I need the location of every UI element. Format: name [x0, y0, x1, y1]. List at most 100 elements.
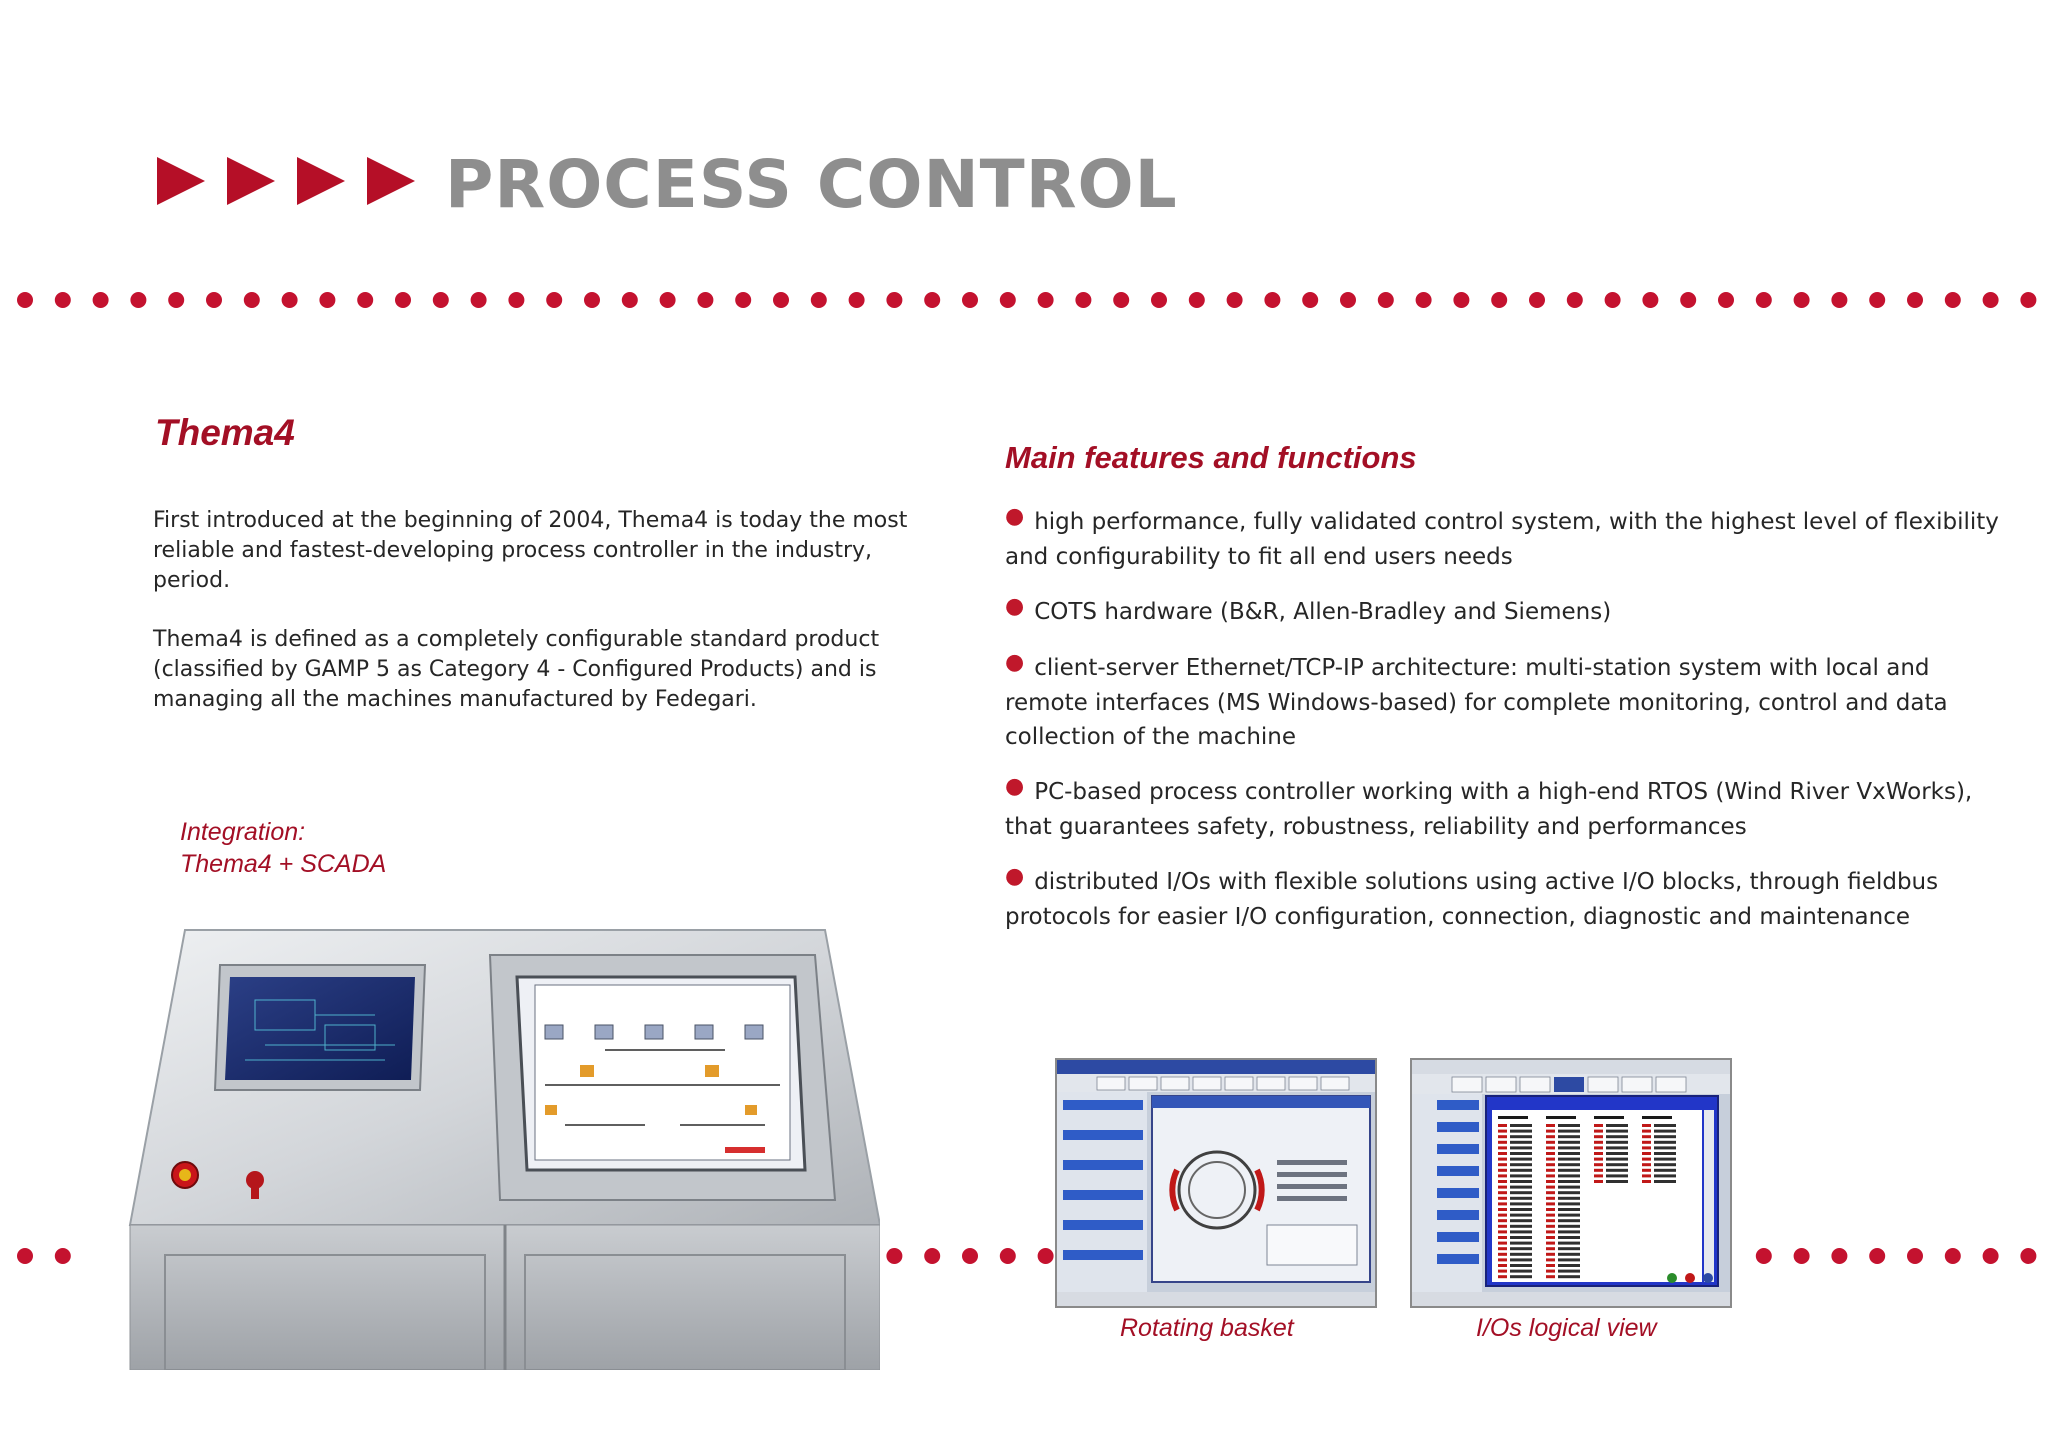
io-row-text — [1510, 1213, 1532, 1217]
io-row-marker — [1642, 1124, 1651, 1127]
io-row-marker — [1498, 1202, 1507, 1206]
io-row-text — [1510, 1129, 1532, 1133]
io-row-text — [1654, 1180, 1676, 1183]
io-row-marker — [1498, 1135, 1507, 1139]
io-row-text — [1558, 1202, 1580, 1206]
divider-dot — [735, 292, 752, 308]
divider-dot — [1377, 292, 1394, 308]
io-row-marker — [1498, 1129, 1507, 1133]
io-row-marker — [1498, 1247, 1507, 1251]
io-row-text — [1558, 1224, 1580, 1228]
io-row-marker — [1546, 1180, 1555, 1183]
io-row-marker — [1594, 1157, 1603, 1161]
io-row-text — [1510, 1252, 1532, 1256]
divider-dot — [1453, 292, 1470, 308]
io-row-marker — [1594, 1163, 1603, 1167]
io-row-marker — [1594, 1146, 1603, 1150]
divider-dot — [243, 292, 260, 308]
io-row-marker — [1546, 1157, 1555, 1161]
divider-dot — [1226, 292, 1243, 308]
divider-dot — [773, 292, 789, 308]
io-row-marker — [1498, 1264, 1507, 1267]
io-row-text — [1558, 1140, 1580, 1144]
io-row-text — [1654, 1157, 1676, 1161]
divider-dot — [1831, 292, 1848, 308]
io-row-text — [1558, 1146, 1580, 1150]
io-row-text — [1606, 1157, 1628, 1161]
io-row-text — [1510, 1258, 1532, 1262]
io-row-marker — [1546, 1264, 1555, 1267]
header-arrows — [155, 155, 417, 207]
io-row-text — [1510, 1146, 1532, 1150]
divider-dot — [1151, 292, 1167, 308]
io-row-marker — [1546, 1236, 1555, 1239]
divider-dot — [281, 292, 298, 308]
divider-dot — [1755, 1248, 1772, 1264]
definition-paragraph: Thema4 is defined as a completely config… — [153, 627, 880, 712]
io-row-marker — [1546, 1191, 1555, 1195]
top-dotted-divider — [17, 292, 2037, 308]
divider-dot — [1869, 292, 1886, 308]
divider-dot — [1340, 292, 1356, 308]
io-row-marker — [1546, 1219, 1555, 1223]
io-row-marker — [1642, 1157, 1651, 1161]
io-row-text — [1510, 1208, 1532, 1211]
io-row-text — [1558, 1168, 1580, 1172]
divider-dot — [584, 292, 600, 308]
bullet-icon: ● — [1005, 594, 1025, 619]
io-row-marker — [1498, 1157, 1507, 1161]
io-row-text — [1510, 1219, 1532, 1223]
io-row-text — [1654, 1174, 1676, 1178]
io-row-marker — [1594, 1168, 1603, 1172]
io-row-marker — [1546, 1152, 1555, 1155]
io-row-text — [1558, 1230, 1580, 1234]
divider-dot — [319, 292, 336, 308]
io-row-text — [1558, 1163, 1580, 1167]
io-row-text — [1510, 1180, 1532, 1183]
io-row-marker — [1498, 1191, 1507, 1195]
features-list: ● high performance, fully validated contr… — [1005, 504, 2005, 955]
divider-dot — [470, 292, 487, 308]
divider-dot — [1491, 292, 1508, 308]
io-row-marker — [1498, 1146, 1507, 1150]
io-row-text — [1510, 1191, 1532, 1195]
divider-dot — [886, 292, 903, 308]
divider-dot — [659, 292, 676, 308]
divider-dot — [395, 292, 411, 308]
page-title: PROCESS CONTROL — [445, 146, 1178, 223]
io-row-text — [1510, 1264, 1532, 1267]
io-row-text — [1558, 1213, 1580, 1217]
divider-dot — [1793, 1248, 1810, 1264]
divider-dot — [1944, 292, 1961, 308]
io-row-marker — [1546, 1129, 1555, 1133]
divider-dot — [54, 1248, 71, 1264]
divider-dot — [1982, 292, 1999, 308]
io-row-marker — [1546, 1241, 1555, 1245]
divider-dot — [1944, 1248, 1961, 1264]
divider-dot — [999, 292, 1016, 308]
io-row-text — [1606, 1163, 1628, 1167]
io-row-marker — [1642, 1163, 1651, 1167]
rotating-basket-screenshot — [1055, 1058, 1377, 1308]
feature-text: client-server Ethernet/TCP-IP architectu… — [1005, 655, 1948, 750]
io-row-text — [1654, 1140, 1676, 1144]
io-row-text — [1654, 1129, 1676, 1133]
feature-item: ●PC-based process controller working wit… — [1005, 774, 2005, 844]
io-row-text — [1558, 1180, 1580, 1183]
io-row-text — [1558, 1174, 1580, 1178]
divider-dot — [810, 292, 827, 308]
divider-dot — [924, 1248, 941, 1264]
feature-text: high performance, fully validated contro… — [1005, 509, 1999, 570]
io-row-marker — [1498, 1140, 1507, 1144]
io-row-marker — [1498, 1258, 1507, 1262]
bullet-icon: ● — [1005, 864, 1025, 889]
io-row-text — [1510, 1275, 1532, 1279]
divider-dot — [1415, 292, 1432, 308]
io-row-text — [1558, 1152, 1580, 1155]
io-row-text — [1558, 1191, 1580, 1195]
io-row-text — [1654, 1135, 1676, 1139]
divider-dot — [697, 292, 714, 308]
io-row-text — [1510, 1202, 1532, 1206]
io-row-text — [1558, 1252, 1580, 1256]
integration-line-2: Thema4 + SCADA — [180, 850, 387, 878]
